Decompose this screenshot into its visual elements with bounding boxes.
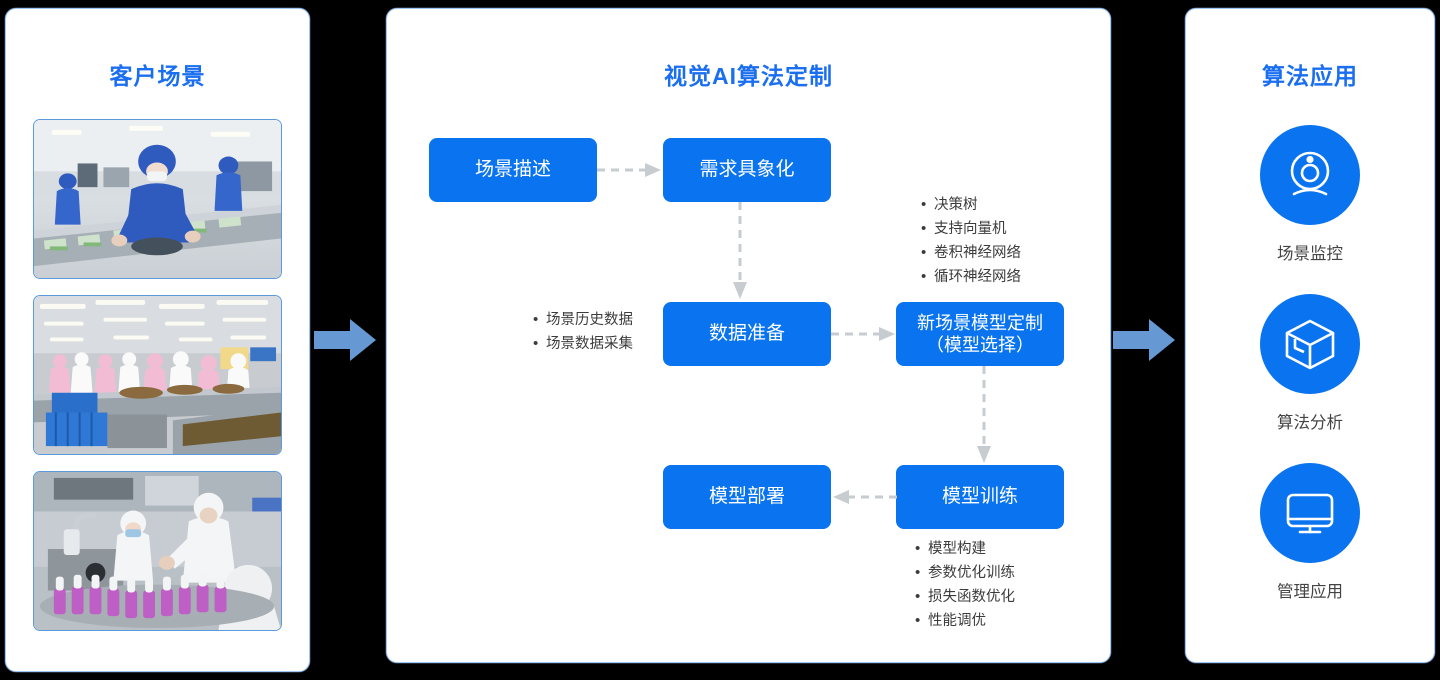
connector-training-to-deployment-icon bbox=[831, 487, 897, 507]
flow-box-model-deployment[interactable]: 模型部署 bbox=[663, 465, 831, 529]
customer-scenario-title: 客户场景 bbox=[109, 63, 206, 89]
model-custom-line-1: 新场景模型定制 bbox=[917, 312, 1043, 333]
connector-requirement-to-data-prep-icon bbox=[730, 202, 750, 302]
apply-panel-title: 算法应用 bbox=[1262, 63, 1358, 89]
desktop-monitor-icon bbox=[1260, 463, 1360, 563]
factory-cleanroom-conveyor-photo bbox=[33, 119, 282, 279]
connector-model-to-training-icon bbox=[974, 366, 994, 466]
algorithm-options-list: 决策树 支持向量机 卷积神经网络 循环神经网络 bbox=[921, 193, 1021, 289]
connector-desc-to-requirement-icon bbox=[597, 160, 663, 180]
arrow-center-to-apply-icon bbox=[1113, 317, 1175, 363]
training-steps-list: 模型构建 参数优化训练 损失函数优化 性能调优 bbox=[915, 537, 1015, 633]
list-item: 损失函数优化 bbox=[915, 585, 1015, 609]
algorithm-application-panel: 算法应用 场景监控 bbox=[1185, 8, 1435, 663]
ai-algorithm-customization-panel: 视觉AI算法定制 场景描述 需求具象化 数据准备 新场景模型定制 （模型选择） … bbox=[386, 8, 1111, 663]
application-list: 场景监控 算法分析 bbox=[1186, 125, 1434, 602]
application-item-management[interactable]: 管理应用 bbox=[1260, 463, 1360, 602]
data-source-list: 场景历史数据 场景数据采集 bbox=[533, 308, 633, 356]
application-label: 管理应用 bbox=[1277, 583, 1343, 601]
flow-box-scene-description[interactable]: 场景描述 bbox=[429, 138, 597, 202]
list-item: 循环神经网络 bbox=[921, 265, 1021, 289]
connector-data-prep-to-model-icon bbox=[831, 324, 897, 344]
list-item: 模型构建 bbox=[915, 537, 1015, 561]
customer-photo-list bbox=[6, 119, 309, 631]
model-custom-line-2: （模型选择） bbox=[926, 335, 1034, 355]
flow-box-data-preparation[interactable]: 数据准备 bbox=[663, 302, 831, 366]
arrow-customer-to-center-icon bbox=[314, 317, 376, 363]
cube-box-icon bbox=[1260, 294, 1360, 394]
application-item-algorithm-analysis[interactable]: 算法分析 bbox=[1260, 294, 1360, 433]
application-item-scene-monitoring[interactable]: 场景监控 bbox=[1260, 125, 1360, 264]
list-item: 场景数据采集 bbox=[533, 332, 633, 356]
flow-box-model-training[interactable]: 模型训练 bbox=[896, 465, 1064, 529]
flow-box-requirement-concretization[interactable]: 需求具象化 bbox=[663, 138, 831, 202]
food-processing-workshop-photo bbox=[33, 295, 282, 455]
list-item: 场景历史数据 bbox=[533, 308, 633, 332]
list-item: 决策树 bbox=[921, 193, 1021, 217]
list-item: 卷积神经网络 bbox=[921, 241, 1021, 265]
list-item: 性能调优 bbox=[915, 609, 1015, 633]
application-label: 场景监控 bbox=[1277, 245, 1343, 263]
webcam-monitor-icon bbox=[1260, 125, 1360, 225]
center-panel-title: 视觉AI算法定制 bbox=[664, 63, 833, 89]
list-item: 参数优化训练 bbox=[915, 561, 1015, 585]
bottling-line-cleanroom-photo bbox=[33, 471, 282, 631]
list-item: 支持向量机 bbox=[921, 217, 1021, 241]
application-label: 算法分析 bbox=[1277, 414, 1343, 432]
flow-box-new-scene-model-customization[interactable]: 新场景模型定制 （模型选择） bbox=[896, 302, 1064, 366]
customer-scenario-panel: 客户场景 bbox=[5, 8, 310, 672]
